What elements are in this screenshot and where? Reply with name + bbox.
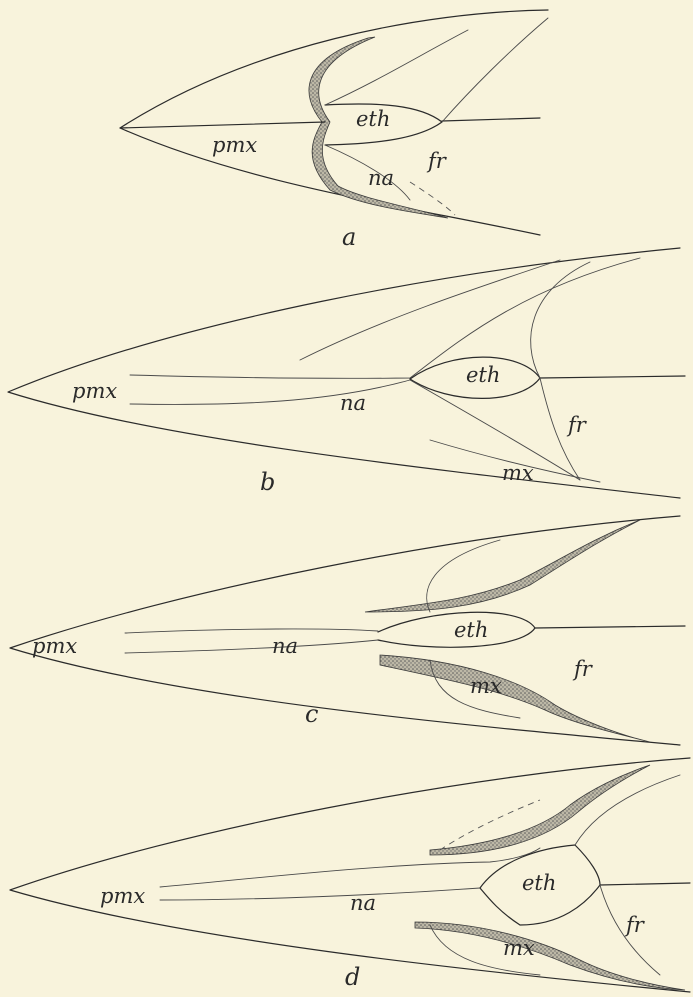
- label-b-na: na: [340, 391, 366, 415]
- label-b-fr: fr: [566, 413, 588, 437]
- figure-b-suture-upper: [300, 260, 560, 360]
- figure-d: pmx eth na fr mx d: [10, 758, 690, 992]
- figure-c-suture-upper: [365, 520, 640, 612]
- label-d-mx: mx: [503, 936, 535, 960]
- figure-a-fr-midline: [442, 118, 540, 121]
- label-a-na: na: [368, 166, 394, 190]
- figure-b-fr-upper: [531, 262, 590, 378]
- label-b-mx: mx: [502, 461, 534, 485]
- figure-b: pmx eth na fr mx b: [8, 248, 685, 498]
- label-a-fr: fr: [426, 149, 448, 173]
- figure-d-nasal-upper: [160, 848, 540, 887]
- caption-c: c: [305, 700, 318, 728]
- figure-b-nasal-upper: [130, 258, 640, 378]
- label-d-eth: eth: [522, 871, 556, 895]
- label-d-na: na: [350, 891, 376, 915]
- label-a-pmx: pmx: [212, 133, 257, 157]
- figure-d-fr-midline: [600, 883, 690, 885]
- figure-c-nasal-lower: [125, 640, 378, 653]
- figure-d-suture-upper: [430, 765, 650, 855]
- label-c-na: na: [272, 634, 298, 658]
- label-d-pmx: pmx: [100, 884, 145, 908]
- figure-d-fr-upper: [575, 775, 680, 845]
- caption-a: a: [342, 223, 356, 251]
- label-c-eth: eth: [454, 618, 488, 642]
- label-a-eth: eth: [356, 107, 390, 131]
- figure-a-outline: [120, 10, 548, 235]
- figure-c: pmx na eth fr mx c: [10, 516, 685, 745]
- figure-d-nasal-lower: [160, 888, 480, 900]
- label-d-fr: fr: [624, 913, 646, 937]
- caption-b: b: [260, 468, 275, 496]
- figure-a-midline: [120, 122, 325, 128]
- caption-d: d: [345, 963, 360, 991]
- figure-d-suture-lower: [415, 922, 685, 990]
- figure-a-fr-upper: [442, 18, 548, 122]
- figure-c-fr-midline: [535, 626, 685, 628]
- figure-a: pmx eth fr na a: [120, 10, 548, 251]
- figure-b-nasal-lower: [130, 380, 410, 404]
- label-b-pmx: pmx: [72, 379, 117, 403]
- label-c-fr: fr: [572, 657, 594, 681]
- label-b-eth: eth: [466, 363, 500, 387]
- label-c-pmx: pmx: [32, 634, 77, 658]
- figure-a-nasal-upper: [325, 30, 468, 105]
- figure-b-fr-midline: [540, 376, 685, 378]
- label-c-mx: mx: [470, 674, 502, 698]
- figure-b-outline: [8, 248, 680, 498]
- figure-c-nasal-upper: [125, 629, 378, 633]
